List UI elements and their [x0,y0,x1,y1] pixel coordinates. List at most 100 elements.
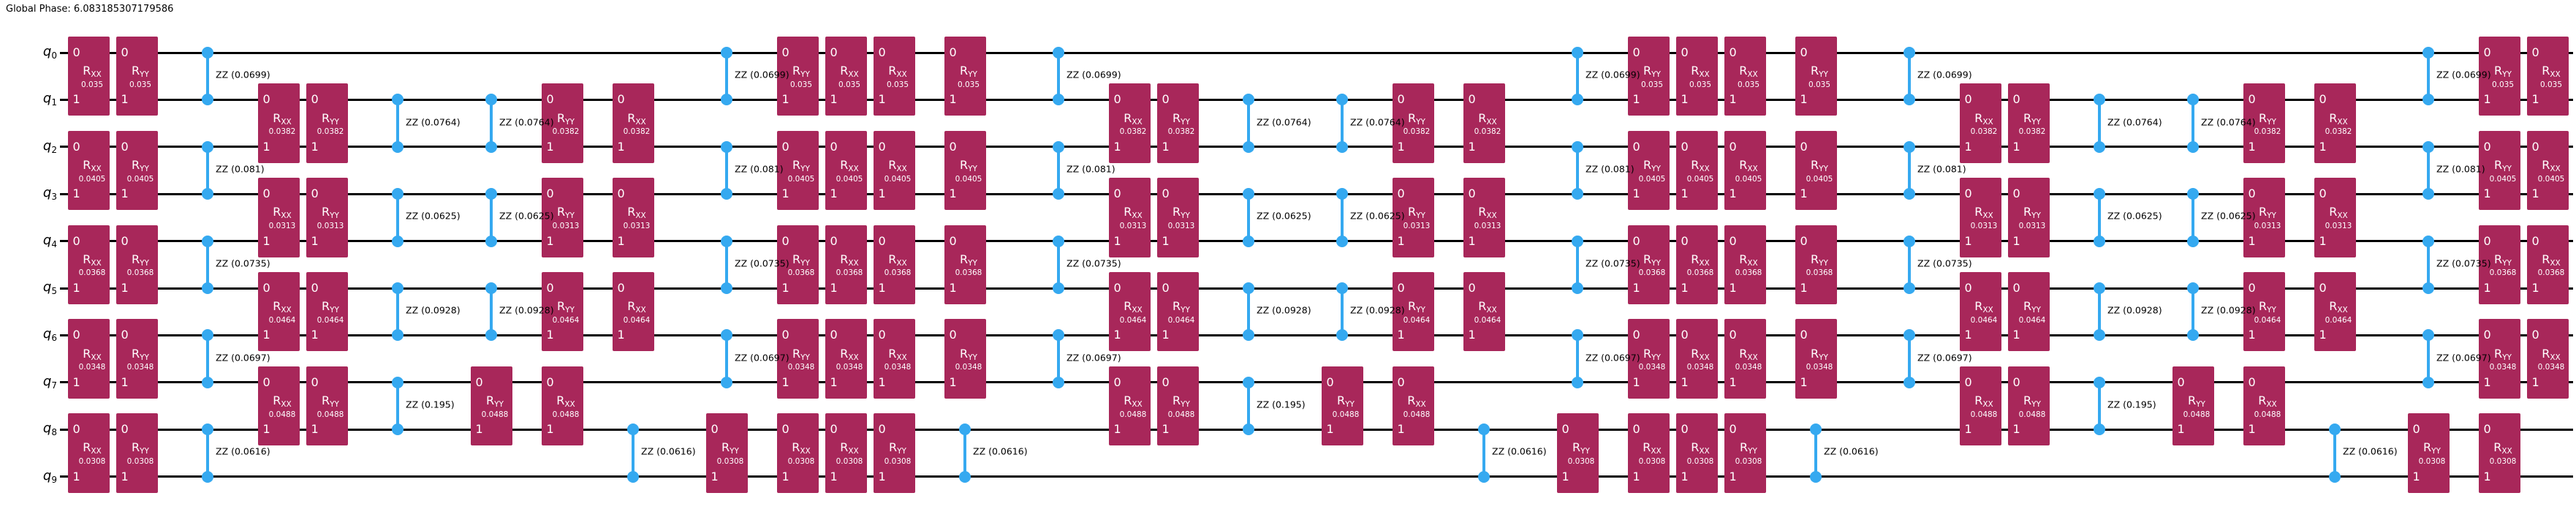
gate-qubit-index-1: 1 [2319,328,2327,342]
gate-qubit-index-1: 1 [1800,92,1808,107]
gate-qubit-index-1: 1 [830,280,838,295]
gate-name-label: RYY [721,440,739,456]
zz-gate-label: ZZ (0.081) [216,163,265,175]
zz-control-dot [2329,423,2341,436]
gate-qubit-index-1: 1 [1632,374,1640,389]
gate-name-label: RYY [322,110,339,127]
gate-name-label: RYY [132,346,149,362]
gate-qubit-index-0: 0 [311,374,319,389]
zz-control-dot [959,423,971,436]
zz-gate-label: ZZ (0.0625) [499,210,554,222]
zz-control-dot [392,140,404,153]
gate-qubit-index-1: 1 [1729,187,1737,201]
zz-connector-line [1341,194,1344,241]
zz-gate-label: ZZ (0.0735) [1917,257,1972,269]
zz-control-dot [1903,329,1915,342]
gate-angle-value: 0.0308 [716,457,744,467]
gate-angle-value: 0.0464 [2018,315,2046,325]
gate-qubit-index-0: 0 [1729,328,1737,342]
gate-angle-value: 0.0368 [955,268,982,278]
gate-qubit-index-1: 1 [2012,422,2020,437]
zz-control-dot [1053,329,1064,342]
gate-name-label: RYY [960,158,977,174]
zz-control-dot [959,470,971,483]
gate-angle-value: 0.0348 [1638,363,1666,372]
zz-gate-label: ZZ (0.0735) [735,257,789,269]
gate-angle-value: 0.0308 [1638,457,1666,467]
gate-qubit-index-0: 0 [1729,233,1737,248]
gate-qubit-index-1: 1 [72,374,80,389]
zz-gate-label: ZZ (0.0697) [216,352,270,364]
gate-name-label: RYY [960,346,977,362]
gate-qubit-index-0: 0 [1397,187,1405,201]
zz-control-dot [1572,282,1583,294]
gate-qubit-index-1: 1 [1113,422,1121,437]
gate-angle-value: 0.0488 [552,410,580,419]
zz-control-dot [392,188,404,200]
gate-qubit-index-0: 0 [72,139,80,154]
gate-qubit-index-1: 1 [2177,422,2185,437]
zz-control-dot [1903,140,1915,153]
gate-qubit-index-1: 1 [1632,469,1640,483]
gate-qubit-index-0: 0 [1162,187,1170,201]
zz-control-dot [2422,140,2434,153]
gate-qubit-index-1: 1 [781,92,789,107]
zz-control-dot [721,376,732,388]
gate-name-label: RXX [1739,158,1758,174]
gate-qubit-index-0: 0 [1113,187,1121,201]
gate-qubit-index-0: 0 [121,422,129,437]
zz-connector-line [2192,288,2194,336]
gate-name-label: RXX [273,110,292,127]
gate-name-label: RXX [83,252,102,268]
gate-name-label: RYY [1408,299,1425,315]
zz-gate-label: ZZ (0.0764) [499,116,554,128]
zz-gate-label: ZZ (0.0764) [1257,116,1311,128]
gate-angle-value: 0.0488 [317,410,344,419]
zz-connector-line [490,288,493,336]
gate-name-label: RYY [1173,299,1190,315]
gate-name-label: RYY [1643,64,1661,80]
gate-qubit-index-1: 1 [1800,280,1808,295]
zz-control-dot [721,140,732,153]
zz-control-dot [721,94,732,106]
gate-name-label: RYY [792,346,810,362]
gate-angle-value: 0.0368 [787,268,815,278]
gate-angle-value: 0.0348 [1806,363,1833,372]
zz-control-dot [1053,47,1064,59]
gate-qubit-index-1: 1 [1326,422,1334,437]
gate-qubit-index-1: 1 [2012,233,2020,248]
gate-qubit-index-1: 1 [949,374,957,389]
gate-name-label: RYY [2494,252,2512,268]
gate-qubit-index-0: 0 [781,328,789,342]
gate-qubit-index-0: 0 [72,45,80,59]
zz-control-dot [2422,282,2434,294]
zz-connector-line [1482,429,1485,477]
gate-qubit-index-1: 1 [1397,328,1405,342]
gate-angle-value: 0.0308 [126,457,154,467]
